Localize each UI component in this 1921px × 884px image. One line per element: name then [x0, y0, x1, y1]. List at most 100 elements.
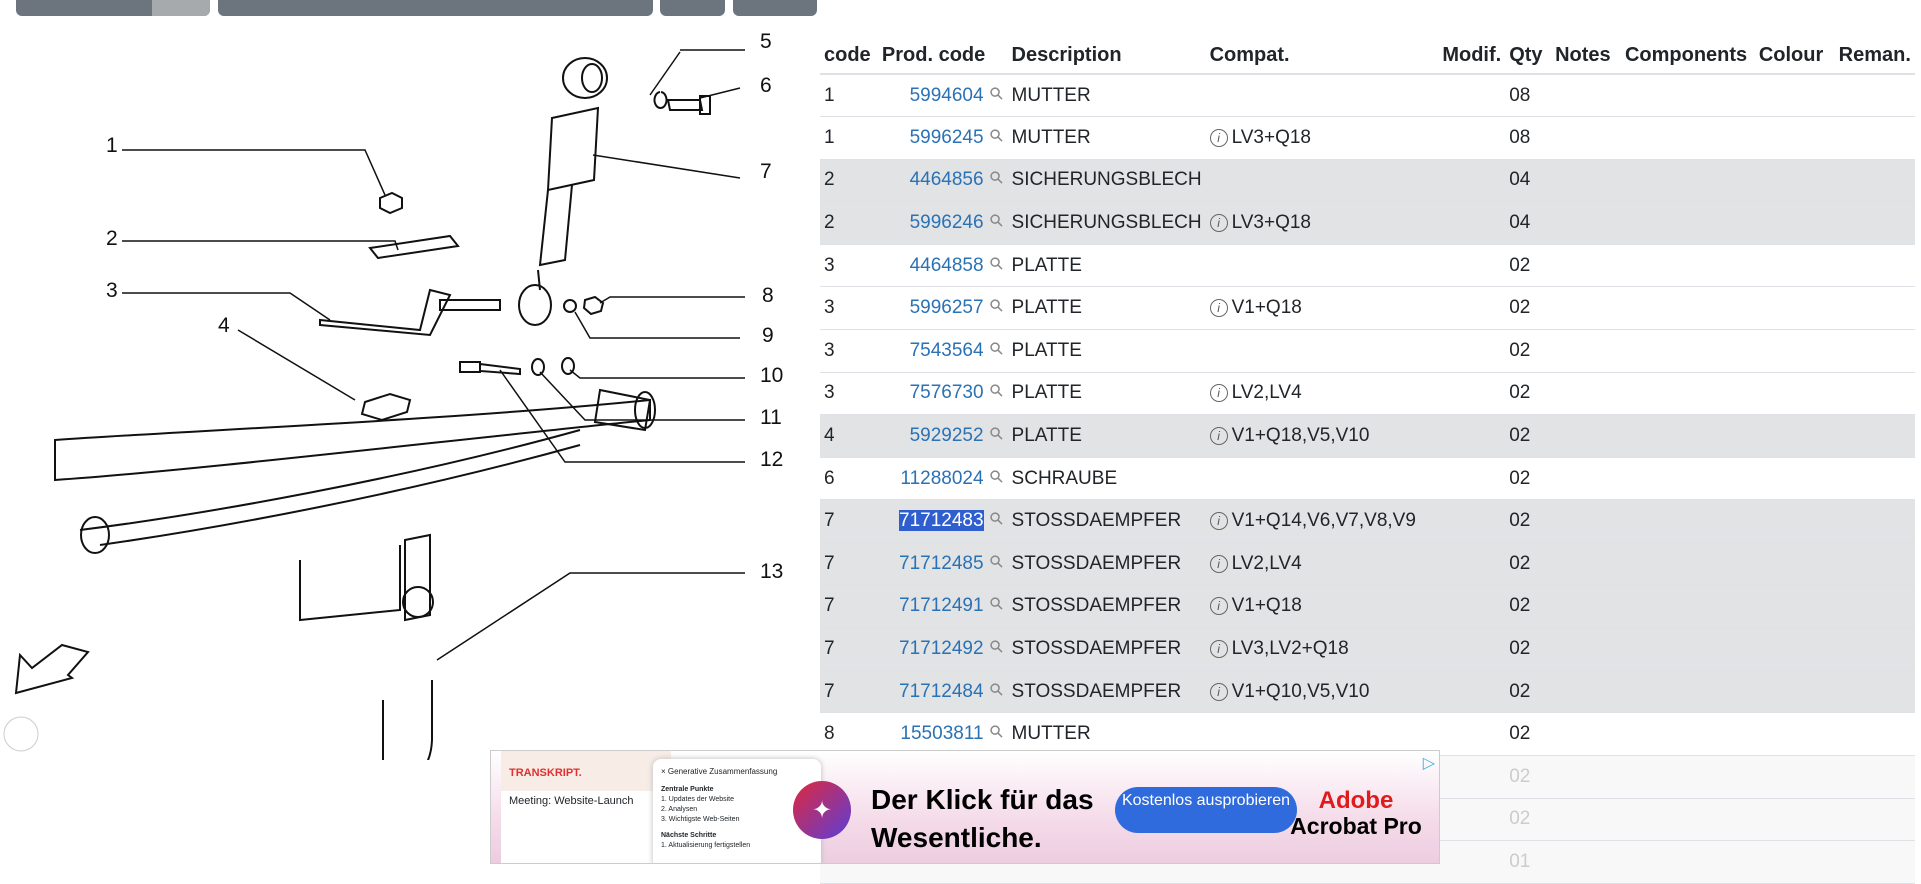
search-icon[interactable]: ⚲ [985, 167, 1008, 190]
notes-cell [1551, 329, 1621, 373]
adchoices-icon[interactable]: ▷ [1422, 753, 1435, 772]
table-row[interactable]: 6 11288024⚲ SCHRAUBE 02 [820, 457, 1915, 501]
prod-code-link[interactable]: 5996245 [909, 126, 984, 148]
search-icon[interactable]: ⚲ [985, 294, 1008, 318]
modif-cell [1435, 798, 1506, 842]
search-icon[interactable]: ⚲ [985, 550, 1008, 573]
search-icon[interactable]: ⚲ [985, 82, 1008, 105]
compat-value: V1+Q18 [1231, 297, 1302, 319]
prod-code-link[interactable]: 71712492 [899, 638, 984, 660]
prod-code-link[interactable]: 71712491 [899, 595, 984, 617]
top-button-3[interactable] [660, 0, 725, 16]
prod-code-link[interactable]: 71712485 [899, 552, 984, 574]
prod-code-cell: 71712491⚲ [877, 585, 1008, 629]
info-icon[interactable]: i [1209, 427, 1228, 446]
search-icon[interactable]: ⚲ [985, 380, 1008, 403]
components-cell [1620, 670, 1755, 714]
search-icon[interactable]: ⚲ [985, 465, 1008, 488]
prod-code-link[interactable]: 15503811 [900, 723, 984, 745]
column-header-code: code [820, 38, 878, 75]
prod-code-link[interactable]: 5996246 [909, 212, 984, 234]
search-icon[interactable]: ⚲ [985, 209, 1008, 232]
search-icon[interactable]: ⚲ [985, 124, 1008, 147]
reman-cell [1834, 159, 1915, 203]
table-row[interactable]: 3 7543564⚲ PLATTE 02 [820, 329, 1915, 373]
prod-code-link[interactable]: 4464858 [909, 254, 984, 276]
prod-code-link[interactable]: 5996257 [909, 297, 984, 319]
compat-cell [1205, 457, 1436, 501]
table-row[interactable]: 8 15503811⚲ MUTTER 02 [820, 712, 1915, 756]
column-header-description: Description [1007, 38, 1206, 75]
table-row[interactable]: 1 5994604⚲ MUTTER 08 [820, 74, 1915, 118]
column-header-qty: Qty [1505, 38, 1552, 75]
colour-cell [1754, 840, 1835, 884]
search-icon[interactable]: ⚲ [985, 678, 1008, 701]
info-icon[interactable]: i [1209, 512, 1228, 531]
prod-code-link[interactable]: 5994604 [909, 84, 984, 106]
info-icon[interactable]: i [1209, 640, 1228, 659]
info-icon[interactable]: i [1209, 682, 1228, 701]
notes-cell [1551, 499, 1621, 544]
advertisement-banner[interactable]: TRANSKRIPT. Meeting: Website-Launch × Ge… [490, 750, 1440, 864]
info-icon[interactable]: i [1209, 554, 1228, 573]
info-icon[interactable]: i [1209, 128, 1228, 147]
search-icon[interactable]: ⚲ [985, 720, 1008, 744]
code-cell: 6 [820, 457, 878, 501]
info-icon[interactable]: i [1209, 299, 1228, 318]
column-header-prod-code: Prod. code [877, 38, 1008, 75]
notes-cell [1551, 159, 1621, 203]
top-button-4[interactable] [733, 0, 817, 16]
modif-cell [1435, 414, 1506, 458]
compat-value: LV3+Q18 [1231, 212, 1311, 234]
colour-cell [1754, 798, 1835, 842]
prod-code-link[interactable]: 7576730 [909, 382, 984, 404]
callout-6: 6 [760, 74, 772, 97]
prod-code-link[interactable]: 11288024 [900, 467, 984, 489]
prod-code-link[interactable]: 71712483 [899, 510, 984, 532]
table-row[interactable]: 3 4464858⚲ PLATTE 02 [820, 244, 1915, 288]
search-icon[interactable]: ⚲ [985, 592, 1008, 616]
reman-cell [1834, 499, 1915, 544]
ad-section: Zentrale Punkte [661, 786, 714, 793]
modif-cell [1435, 372, 1506, 416]
search-icon[interactable]: ⚲ [985, 507, 1008, 531]
prod-code-link[interactable]: 4464856 [909, 169, 984, 191]
top-button-1-toggle[interactable] [152, 0, 210, 16]
top-button-2[interactable] [218, 0, 653, 16]
info-icon[interactable]: i [1209, 384, 1228, 403]
info-icon[interactable]: i [1209, 214, 1228, 233]
prod-code-cell: 15503811⚲ [877, 712, 1008, 756]
prod-code-cell: 71712483⚲ [877, 499, 1008, 544]
prod-code-link[interactable]: 7543564 [909, 339, 984, 361]
search-icon[interactable]: ⚲ [985, 422, 1008, 445]
search-icon[interactable]: ⚲ [985, 635, 1008, 658]
search-icon[interactable]: ⚲ [985, 337, 1008, 360]
table-row[interactable]: 2 4464856⚲ SICHERUNGSBLECH 04 [820, 159, 1915, 203]
ad-cta-button[interactable]: Kostenlos ausprobieren [1115, 787, 1297, 833]
search-icon[interactable]: ⚲ [985, 252, 1008, 275]
notes-cell [1551, 414, 1621, 458]
reman-cell [1834, 201, 1915, 245]
modif-cell [1435, 329, 1506, 373]
info-icon[interactable]: i [1209, 597, 1228, 616]
prod-code-link[interactable]: 5929252 [909, 425, 984, 447]
notes-cell [1551, 116, 1621, 160]
callout-5: 5 [760, 30, 772, 53]
notes-cell [1551, 840, 1621, 884]
colour-cell [1754, 755, 1835, 799]
prod-code-link[interactable]: 71712484 [899, 680, 984, 702]
notes-cell [1551, 457, 1621, 501]
callout-4: 4 [218, 314, 230, 337]
